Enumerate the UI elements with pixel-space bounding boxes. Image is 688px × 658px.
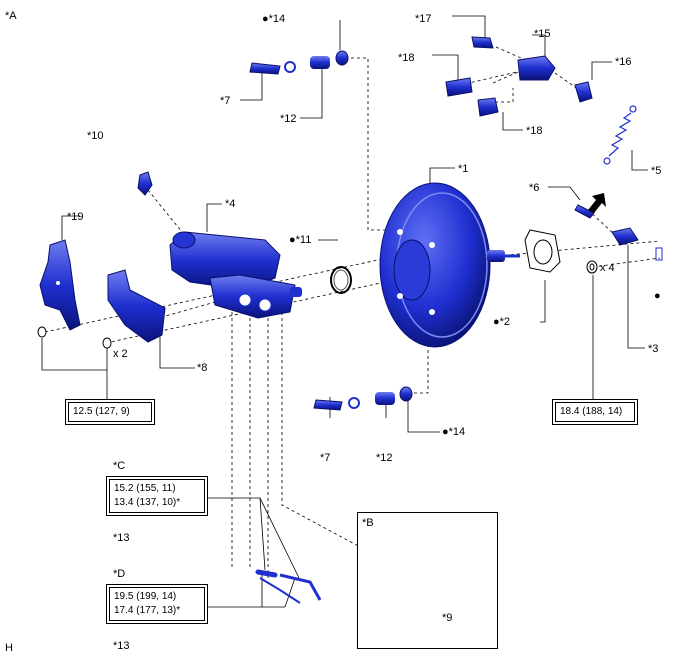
part-label-7-bottom: *7 (320, 452, 331, 464)
brake-booster (379, 182, 520, 348)
nut-bracket (37, 326, 112, 349)
torque-spec-bracket: 12.5 (127, 9) (65, 399, 155, 425)
part-label-7-top: *7 (220, 95, 231, 107)
torque-value: 18.4 (188, 14) (555, 402, 635, 422)
view-label: *A (5, 10, 17, 22)
push-rod-clevis (611, 227, 663, 261)
return-spring (603, 105, 637, 165)
part-label-4: *4 (225, 198, 236, 210)
part-label-14-top: ●*14 (262, 13, 286, 25)
part-label-5: *5 (651, 165, 662, 177)
part-label-11: ●*11 (289, 234, 312, 246)
torque-spec-d: 19.5 (199, 14) 17.4 (177, 13)* (106, 584, 208, 624)
bullet-right: ● (654, 290, 661, 302)
arrow-indicator-icon (588, 193, 606, 213)
qty-label-nut-bracket: x 2 (113, 348, 128, 360)
vacuum-hose-top (249, 50, 349, 75)
part-label-18-bottom: *18 (526, 125, 543, 137)
qty-label-nut-booster: x 4 (600, 262, 615, 274)
part-label-18-left: *18 (398, 52, 415, 64)
inset-view-b (357, 512, 498, 649)
part-label-13-c: *13 (113, 532, 130, 544)
torque-value-alt: 13.4 (137, 10)* (114, 497, 181, 508)
part-label-1: *1 (458, 163, 469, 175)
part-label-13-d: *13 (113, 640, 130, 652)
footer-label: H (5, 642, 13, 654)
torque-value: 15.2 (155, 11) (114, 483, 176, 494)
vacuum-hose-bottom (313, 386, 413, 411)
torque-value: 19.5 (199, 14) (114, 591, 177, 602)
nut-booster (586, 260, 598, 274)
part-label-12-top: *12 (280, 113, 297, 125)
torque-spec-booster-nut: 18.4 (188, 14) (552, 399, 638, 425)
part-label-10: *10 (87, 130, 104, 142)
part-label-17: *17 (415, 13, 432, 25)
torque-spec-c: 15.2 (155, 11) 13.4 (137, 10)* (106, 476, 208, 516)
master-cylinder (169, 231, 302, 319)
part-label-2: ●*2 (493, 316, 511, 328)
gasket (524, 229, 561, 273)
part-label-9: *9 (442, 612, 453, 624)
reservoir-hose-clip (137, 171, 153, 196)
torque-value: 12.5 (127, 9) (68, 402, 152, 422)
part-label-6: *6 (529, 182, 540, 194)
bracket-upper (39, 239, 81, 331)
part-label-15: *15 (534, 28, 551, 40)
view-label-d: *D (113, 568, 126, 580)
torque-value-alt: 17.4 (177, 13)* (114, 605, 181, 616)
leader-lines (41, 15, 648, 618)
view-label-c: *C (113, 460, 126, 472)
part-label-3: *3 (648, 343, 659, 355)
o-ring (330, 266, 352, 294)
part-label-12-bottom: *12 (376, 452, 393, 464)
part-label-8: *8 (197, 362, 208, 374)
brake-lines (255, 569, 322, 604)
part-label-14-bottom: ●*14 (442, 426, 466, 438)
check-valve-assembly (445, 36, 593, 117)
bracket-lower (107, 269, 166, 343)
inset-label: *B (362, 517, 374, 529)
part-label-16: *16 (615, 56, 632, 68)
part-label-19: *19 (67, 211, 84, 223)
